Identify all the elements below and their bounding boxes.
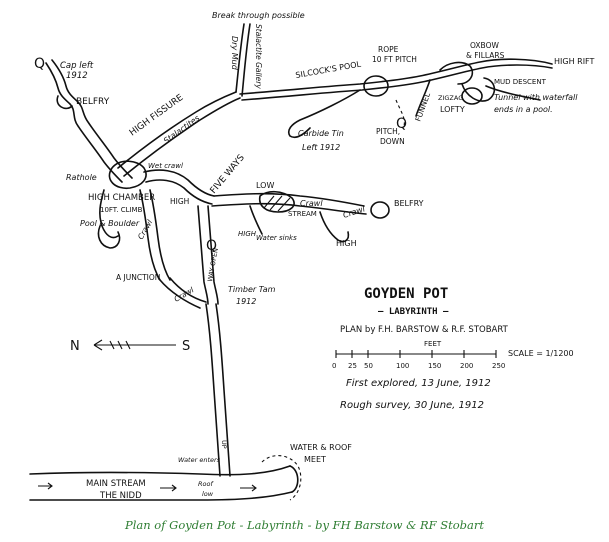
label-high-right: HIGH [336, 239, 357, 248]
scale-tick-label: 25 [348, 362, 357, 370]
label-water-enters: Water enters [178, 456, 221, 464]
legend-plan-by: PLAN by F.H. BARSTOW & R.F. STOBART [340, 325, 509, 335]
compass-arrow [93, 339, 176, 351]
legend-first-explored: First explored, 13 June, 1912 [346, 378, 491, 389]
label-zigzag: ZIGZAG [438, 94, 463, 102]
label-ends-pool: ends in a pool. [494, 105, 553, 114]
label-crawl-far: Crawl [342, 204, 367, 220]
label-wet-crawl: Wet crawl [148, 162, 183, 170]
label-tunnel-waterfall: Tunnel with waterfall [494, 93, 578, 102]
scale-tick-label: 50 [364, 362, 373, 370]
scale-tick-label: 150 [428, 362, 441, 370]
label-pitch: PITCH, [376, 127, 400, 136]
label-cap-left: Cap left [60, 61, 94, 71]
label-up: UP [220, 440, 228, 449]
label-water-sinks: Water sinks [256, 234, 297, 242]
label-timber-tam: Timber Tam [228, 285, 276, 294]
label-lofty: LOFTY [440, 105, 465, 114]
label-belfry-left: BELFRY [76, 97, 110, 107]
scale-tick-label: 250 [492, 362, 505, 370]
label-stream: STREAM [288, 210, 317, 218]
label-meet: MEET [304, 455, 326, 464]
title-block: GOYDEN POT – LABYRINTH – PLAN by F.H. BA… [332, 286, 574, 411]
passage-network [29, 23, 553, 501]
scale-tick-label: 100 [396, 362, 409, 370]
scale-unit: FEET [424, 340, 442, 348]
label-high-chamber: HIGH CHAMBER [88, 193, 155, 203]
label-high-rift: HIGH RIFT [554, 57, 595, 66]
flow-arrow-2 [160, 484, 177, 492]
label-rope: ROPE [378, 45, 399, 54]
flow-arrow-3 [240, 484, 257, 492]
label-roof: Roof [198, 480, 214, 488]
compass-s: S [182, 339, 190, 354]
legend-rough-survey: Rough survey, 30 June, 1912 [340, 400, 484, 411]
label-rathole: Rathole [66, 173, 97, 182]
figure-caption: Plan of Goyden Pot - Labyrinth - by FH B… [124, 518, 485, 532]
scale-ratio: SCALE = 1/1200 [508, 349, 574, 358]
label-the-nidd: THE NIDD [99, 491, 142, 501]
label-cap-year: 1912 [66, 71, 88, 81]
label-five-ways: FIVE WAYS [209, 153, 247, 196]
label-q-mid: Q [396, 116, 407, 132]
label-q-lower: Q [206, 238, 217, 254]
flow-arrow-1 [38, 482, 53, 490]
scale-tick-label: 0 [332, 362, 336, 370]
legend-title: GOYDEN POT [364, 286, 448, 302]
label-10ft-pitch: 10 FT PITCH [372, 55, 417, 64]
label-fillars: & FILLARS [466, 51, 505, 60]
label-funnel: FUNNEL [413, 91, 432, 123]
compass-ticks [109, 340, 131, 350]
label-10ft-climb: 10FT. CLIMB [100, 206, 143, 214]
legend-subtitle: – LABYRINTH – [378, 307, 449, 317]
compass-n: N [70, 339, 80, 354]
label-mud-descent: MUD DESCENT [494, 78, 547, 86]
label-q-top: Q [34, 56, 45, 72]
scale-ticks: 0 25 50 100 150 200 250 [332, 350, 505, 370]
label-timber-year: 1912 [236, 297, 256, 306]
label-stalactite-gallery: Stalactite Gallery [254, 24, 263, 89]
label-roof-low: low [202, 490, 214, 498]
label-high-sinks: HIGH [238, 230, 257, 238]
label-belfry-right: BELFRY [394, 199, 424, 208]
scale-tick-label: 200 [460, 362, 473, 370]
label-dry-mud: Dry Mud [230, 36, 239, 71]
map-labels: Q Cap left 1912 BELFRY HIGH FISSURE Stal… [34, 11, 595, 501]
label-carbide-tin: Carbide Tin [298, 129, 344, 138]
label-pool-boulder: Pool & Boulder [80, 219, 140, 228]
label-carbide-left: Left 1912 [302, 143, 340, 152]
label-crawl-right: Crawl [300, 199, 323, 208]
label-water-roof: WATER & ROOF [290, 443, 352, 452]
label-break-through: Break through possible [212, 11, 305, 20]
label-high-mid: HIGH [170, 197, 189, 206]
label-silcocks-pool: SILCOCK'S POOL [295, 59, 362, 79]
label-main-stream: MAIN STREAM [86, 479, 146, 489]
compass: N S [70, 339, 190, 354]
label-low: LOW [256, 181, 274, 190]
label-down: DOWN [380, 137, 405, 146]
label-oxbow: OXBOW [470, 41, 499, 50]
label-a-junction: A JUNCTION [116, 273, 160, 282]
